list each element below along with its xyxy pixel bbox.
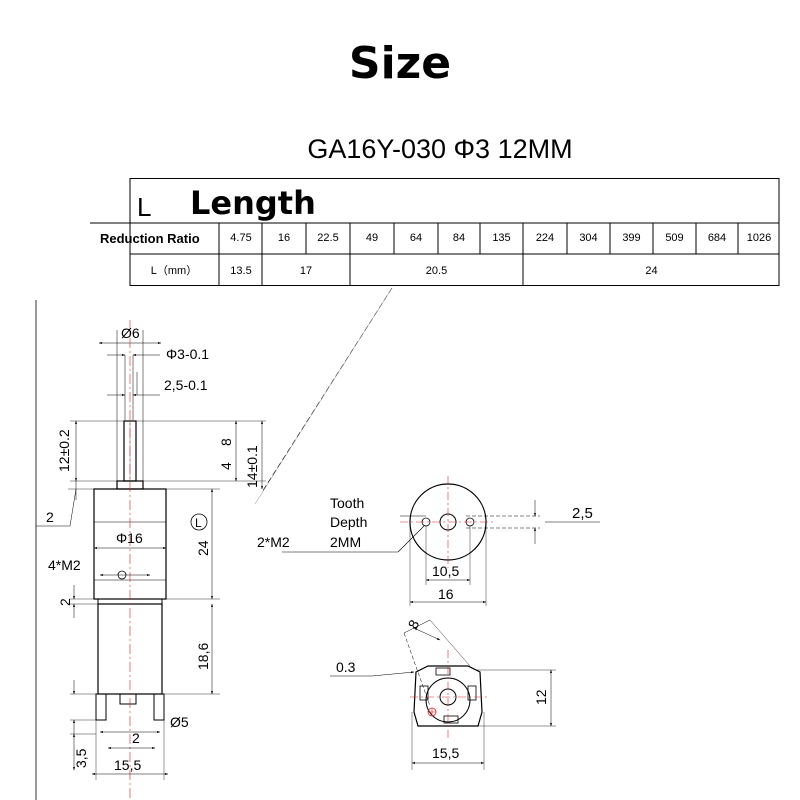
dim-2-top: 2 <box>46 509 54 525</box>
page-title: Size <box>348 38 452 89</box>
depth-value: 2MM <box>330 534 361 550</box>
dim-body-diameter: Φ16 <box>116 530 143 546</box>
rear-view <box>330 619 556 770</box>
tooth-label: Tooth <box>330 495 364 511</box>
side-view <box>35 300 266 800</box>
dim-3-5: 3,5 <box>73 748 89 768</box>
dim-rear-width: 15,5 <box>432 745 459 761</box>
dim-flat-length: 8 <box>218 438 234 446</box>
length-cell: 17 <box>299 265 313 277</box>
ratio-cell: 22.5 <box>317 232 339 244</box>
legend-word: Length <box>190 184 316 222</box>
dim-flange-diameter: Ø6 <box>121 325 140 341</box>
dim-motor-length: 18,6 <box>195 643 211 670</box>
length-row-label: L（mm） <box>150 265 198 277</box>
model-subtitle: GA16Y-030 Φ3 12MM <box>307 134 573 164</box>
dim-rear-8: 8 <box>405 617 423 632</box>
ratio-cell: 1026 <box>746 232 772 244</box>
reduction-ratio-label: Reduction Ratio <box>100 231 200 246</box>
depth-label: Depth <box>330 514 367 530</box>
front-hole-callout: 2*M2 <box>257 534 290 550</box>
ratio-cell: 4.75 <box>230 232 252 244</box>
ratio-cell: 64 <box>409 232 423 244</box>
ratio-cell: 509 <box>665 232 684 244</box>
dim-gearbox-length: 24 <box>195 540 211 556</box>
dim-flat-width: 2,5-0.1 <box>164 377 208 393</box>
dim-shaft-length: 12±0.2 <box>56 429 72 472</box>
dim-front-flat: 2,5 <box>572 505 593 522</box>
dim-hole-spacing: 10,5 <box>432 563 459 579</box>
ratio-cell: 304 <box>579 232 598 244</box>
dim-shaft-diameter: Φ3-0.1 <box>166 346 209 362</box>
dim-total-shaft: 14±0.1 <box>244 445 260 488</box>
ratio-cell: 135 <box>492 232 511 244</box>
ratio-cell: 684 <box>707 232 727 244</box>
ratio-cell: 84 <box>452 232 466 244</box>
dim-bottom-width: 15,5 <box>114 757 141 773</box>
length-cell: 13.5 <box>230 265 252 277</box>
length-cell: 20.5 <box>425 265 448 277</box>
dim-4: 4 <box>218 462 234 470</box>
ratio-cell: 49 <box>365 232 379 244</box>
spec-table <box>90 178 780 286</box>
dim-mount-holes: 4*M2 <box>48 557 81 573</box>
ratio-cell: 16 <box>277 232 291 244</box>
dim-2-mid: 2 <box>57 598 73 606</box>
ratio-cell: 399 <box>622 232 641 244</box>
gearbox-l-marker: L <box>195 516 202 530</box>
length-cell: 24 <box>645 265 658 277</box>
ratio-cell: 224 <box>535 232 555 244</box>
dim-2-bottom: 2 <box>132 730 140 746</box>
dim-front-width: 16 <box>438 586 454 602</box>
dim-rear-0-3: 0.3 <box>336 659 356 675</box>
dim-rear-height: 12 <box>533 689 549 705</box>
front-view <box>282 476 600 606</box>
dim-5-diameter: Ø5 <box>170 714 189 730</box>
legend-letter: L <box>137 192 152 222</box>
